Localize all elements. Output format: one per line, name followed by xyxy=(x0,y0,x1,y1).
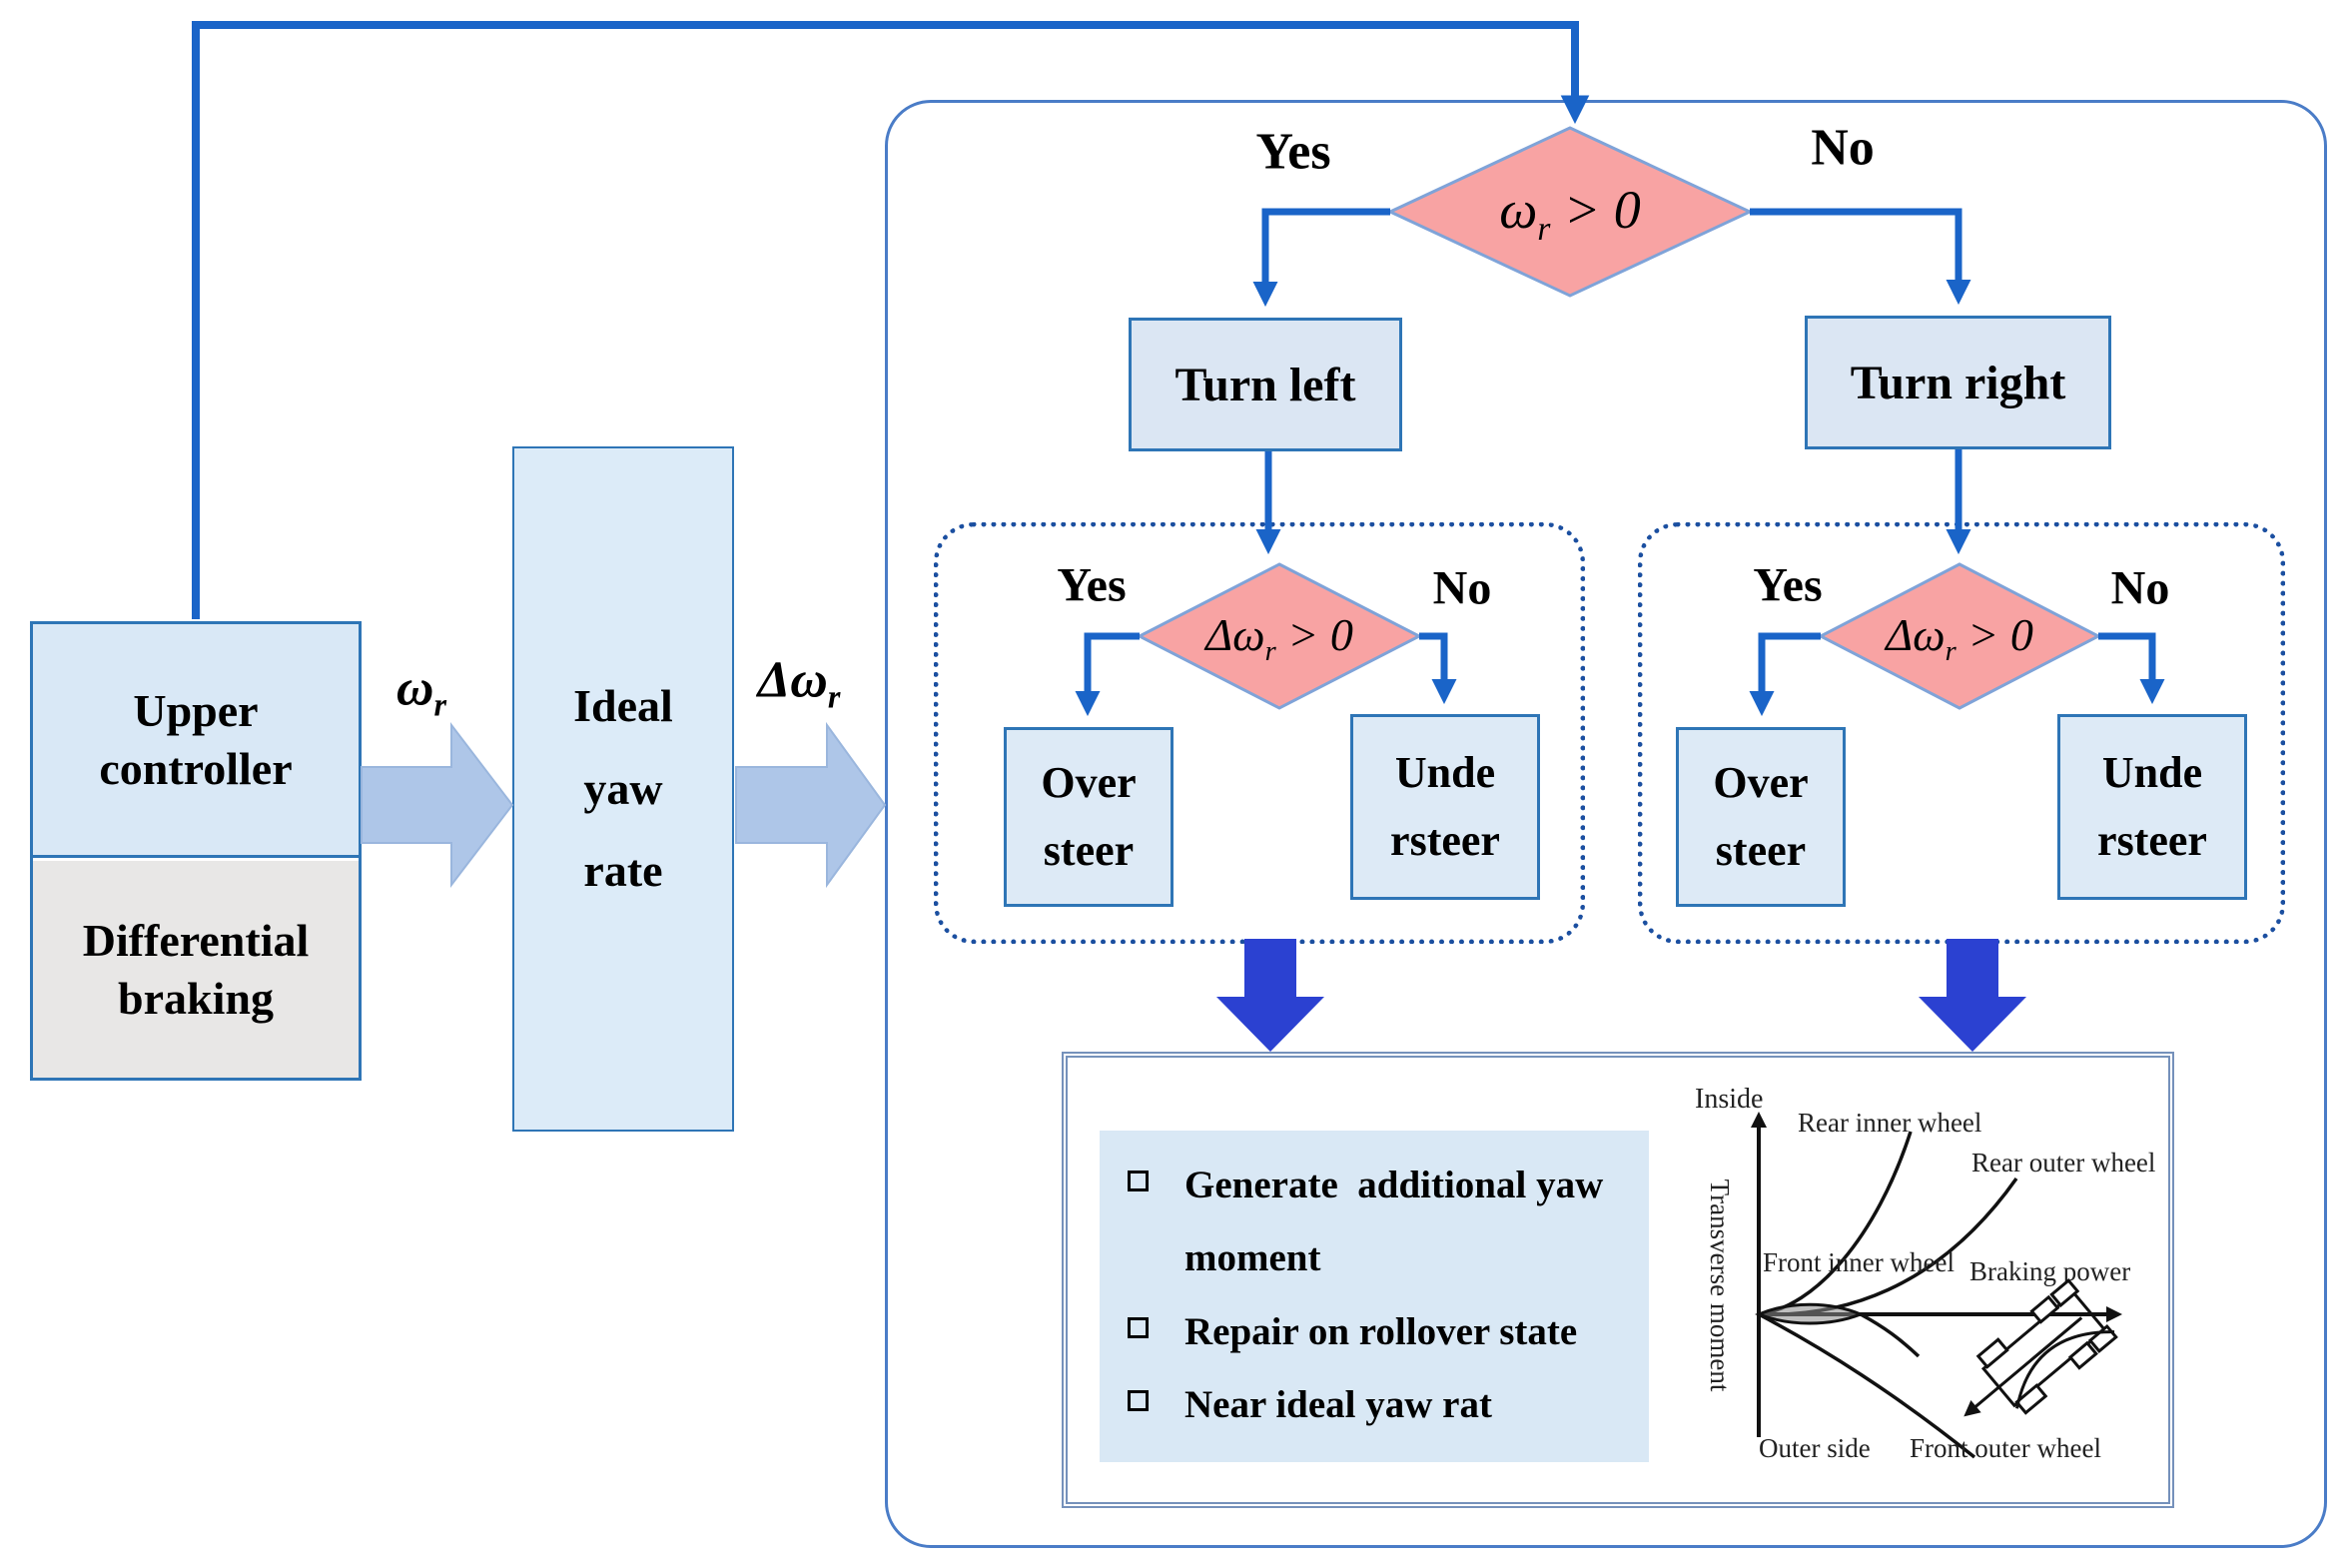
turn-right-box: Turn right xyxy=(1805,316,2111,449)
top-condition-sub: r xyxy=(1537,210,1551,248)
left-condition-sub: r xyxy=(1264,636,1276,668)
delta-omega-signal-label: Δωr xyxy=(758,650,841,715)
ideal-yaw-rate-line1: Ideal xyxy=(573,679,673,731)
right-condition-symbol: Δω xyxy=(1886,608,1946,660)
left-diamond-label: Δωr > 0 xyxy=(1205,608,1353,668)
outcome-bullet-3: Near ideal yaw rat xyxy=(1122,1368,1649,1441)
understeer-right-line2: rsteer xyxy=(2097,816,2207,865)
front-outer-wheel-label: Front outer wheel xyxy=(1910,1433,2101,1463)
outcome-box: Generate additional yaw moment Repair on… xyxy=(1062,1052,2174,1508)
square-bullet-icon xyxy=(1128,1171,1149,1191)
wheel-braking-graph: Inside Transverse moment Rear inner whee… xyxy=(1695,1084,2155,1463)
top-no-label: No xyxy=(1811,119,1875,177)
top-condition-symbol: ω xyxy=(1499,180,1538,241)
delta-omega-subscript: r xyxy=(827,678,841,715)
front-outer-wheel-curve xyxy=(1758,1312,1976,1459)
omega-block-arrow xyxy=(361,722,514,888)
upper-controller-line1: Upper xyxy=(133,685,259,736)
outcome-bullet-1: Generate additional yaw moment xyxy=(1122,1149,1649,1295)
omega-symbol: ω xyxy=(395,659,434,717)
outcome-bullet-1-text: Generate additional yaw moment xyxy=(1184,1164,1613,1280)
outcome-bullet-3-text: Near ideal yaw rat xyxy=(1184,1382,1492,1426)
x-axis-arrow-icon xyxy=(2106,1306,2122,1322)
outcome-text-panel: Generate additional yaw moment Repair on… xyxy=(1100,1131,1649,1462)
rear-outer-wheel-label: Rear outer wheel xyxy=(1971,1148,2155,1177)
understeer-right-line1: Unde xyxy=(2101,747,2203,797)
differential-braking-box: Differential braking xyxy=(33,861,359,1078)
rear-inner-wheel-label: Rear inner wheel xyxy=(1798,1108,1981,1138)
left-condition-tail: > 0 xyxy=(1275,608,1353,660)
ideal-yaw-rate-box: Ideal yaw rate xyxy=(512,446,734,1132)
right-yes-label: Yes xyxy=(1753,558,1823,612)
ideal-yaw-rate-line2: yaw xyxy=(583,762,663,814)
controller-stack: Upper controller Differential braking xyxy=(30,621,362,1081)
understeer-box-right: Unde rsteer xyxy=(2057,714,2247,900)
oversteer-right-line2: steer xyxy=(1715,826,1807,875)
ideal-yaw-rate-line3: rate xyxy=(583,845,663,897)
front-inner-wheel-tail-curve xyxy=(1860,1312,1921,1358)
square-bullet-icon xyxy=(1128,1389,1149,1411)
oversteer-box-right: Over steer xyxy=(1676,727,1846,907)
right-diamond-label: Δωr > 0 xyxy=(1886,608,2033,668)
right-condition-tail: > 0 xyxy=(1956,608,2033,660)
delta-omega-block-arrow xyxy=(735,721,887,889)
transverse-moment-axis-label: Transverse moment xyxy=(1705,1179,1735,1392)
understeer-left-line1: Unde xyxy=(1394,747,1496,797)
upper-controller-box: Upper controller xyxy=(33,624,359,858)
omega-signal-label: ωr xyxy=(396,658,446,723)
decision-logic-container xyxy=(885,100,2327,1548)
square-bullet-icon xyxy=(1128,1316,1149,1338)
omega-subscript: r xyxy=(433,686,447,723)
front-inner-wheel-label: Front inner wheel xyxy=(1763,1247,1955,1277)
differential-braking-line1: Differential xyxy=(82,915,310,966)
outer-side-label: Outer side xyxy=(1759,1433,1871,1463)
vehicle-sketch-icon xyxy=(1963,1277,2118,1417)
oversteer-box-left: Over steer xyxy=(1004,727,1174,907)
outcome-bullet-2: Repair on rollover state xyxy=(1122,1295,1649,1368)
top-condition-tail: > 0 xyxy=(1550,180,1641,241)
oversteer-left-line1: Over xyxy=(1041,757,1137,807)
upper-controller-line2: controller xyxy=(99,742,293,794)
front-inner-wheel-lens-curve xyxy=(1754,1302,1866,1325)
left-condition-symbol: Δω xyxy=(1205,608,1265,660)
turn-left-label: Turn left xyxy=(1174,358,1356,411)
top-diamond-label: ωr > 0 xyxy=(1499,179,1641,249)
delta-omega-symbol: Δω xyxy=(757,651,828,709)
left-yes-label: Yes xyxy=(1057,558,1127,612)
oversteer-left-line2: steer xyxy=(1043,826,1135,875)
understeer-box-left: Unde rsteer xyxy=(1350,714,1540,900)
understeer-left-line2: rsteer xyxy=(1390,816,1500,865)
turn-right-label: Turn right xyxy=(1850,356,2066,409)
differential-braking-line2: braking xyxy=(118,972,274,1024)
y-axis-arrow-icon xyxy=(1751,1112,1767,1128)
right-no-label: No xyxy=(2110,561,2170,615)
oversteer-right-line1: Over xyxy=(1713,757,1809,807)
inside-label: Inside xyxy=(1695,1084,1763,1115)
top-yes-label: Yes xyxy=(1255,123,1331,181)
rear-inner-wheel-curve xyxy=(1758,1131,1913,1316)
outcome-bullet-2-text: Repair on rollover state xyxy=(1184,1309,1578,1353)
braking-power-axis-label: Braking power xyxy=(1969,1256,2130,1286)
right-condition-sub: r xyxy=(1945,636,1957,668)
turn-left-box: Turn left xyxy=(1129,318,1402,451)
left-no-label: No xyxy=(1432,561,1492,615)
